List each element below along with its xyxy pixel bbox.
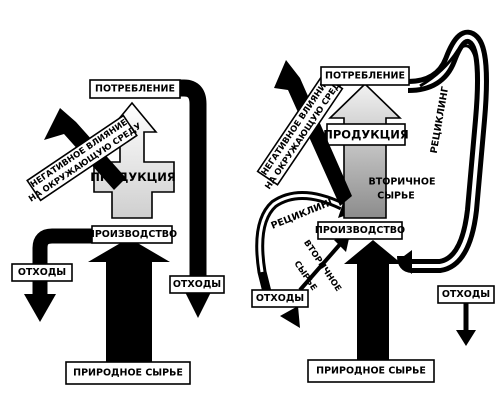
right-products-box <box>326 123 406 146</box>
left-production-box <box>91 225 173 244</box>
left-waste-right-arrowhead <box>184 290 212 318</box>
left-raw-material-arrow <box>88 238 170 362</box>
right-consumption-box <box>320 66 410 86</box>
left-waste-left-box <box>11 263 73 282</box>
right-waste-left-label: ОТХОДЫ <box>256 293 304 304</box>
right-waste-thin-path <box>419 44 478 88</box>
left-products-label: ПРОДУКЦИЯ <box>90 170 176 184</box>
right-recycling-top-arrowhead <box>396 250 412 274</box>
left-diagram: НЕГАТИВНОЕ ВЛИЯНИЕ НА ОКРУЖАЮЩУЮ СРЕДУ П… <box>11 79 225 385</box>
left-raw-box <box>65 361 191 385</box>
left-production-label: ПРОИЗВОДСТВО <box>87 229 177 240</box>
left-waste-left-arrowhead <box>24 294 56 322</box>
left-waste-right-box <box>169 275 225 294</box>
right-products-arrow <box>328 82 402 219</box>
right-raw-label: ПРИРОДНОЕ СЫРЬЕ <box>316 366 426 377</box>
left-waste-right-label: ОТХОДЫ <box>173 279 221 290</box>
right-recycling-top-label: РЕЦИКЛИНГ <box>429 86 452 155</box>
right-raw-material-arrow <box>344 240 402 360</box>
right-waste-right-box <box>437 285 495 304</box>
left-consumption-label: ПОТРЕБЛЕНИЕ <box>95 84 175 95</box>
right-raw-box <box>307 359 435 383</box>
right-recycling-left-arrowhead <box>280 306 300 328</box>
right-secondary-diag-arrow <box>298 240 344 292</box>
left-waste-left-label: ОТХОДЫ <box>18 267 66 278</box>
left-waste-loop-arrow <box>178 79 207 290</box>
right-recycling-top-loop-inner <box>407 34 484 268</box>
right-diagram: ПРОДУКЦИЯ ВТОРИЧНОЕ СЫРЬЕ НЕГАТИВНОЕ ВЛИ… <box>251 29 495 383</box>
left-consumption-box <box>89 79 181 99</box>
right-production-label: ПРОИЗВОДСТВО <box>315 225 405 236</box>
right-waste-right-arrowhead <box>456 330 476 346</box>
right-secondary-label-line1: ВТОРИЧНОЕ <box>369 177 436 188</box>
left-waste-branch-arrow <box>32 228 94 296</box>
right-waste-left-box <box>251 289 309 308</box>
right-consumption-label: ПОТРЕБЛЕНИЕ <box>325 71 405 82</box>
right-secondary-label-line2: СЫРЬЕ <box>377 191 415 202</box>
right-products-label: ПРОДУКЦИЯ <box>323 128 409 142</box>
right-production-box <box>317 221 403 240</box>
right-waste-right-label: ОТХОДЫ <box>442 289 490 300</box>
left-raw-label: ПРИРОДНОЕ СЫРЬЕ <box>73 368 183 379</box>
right-recycling-left-loop-inner <box>258 194 343 273</box>
